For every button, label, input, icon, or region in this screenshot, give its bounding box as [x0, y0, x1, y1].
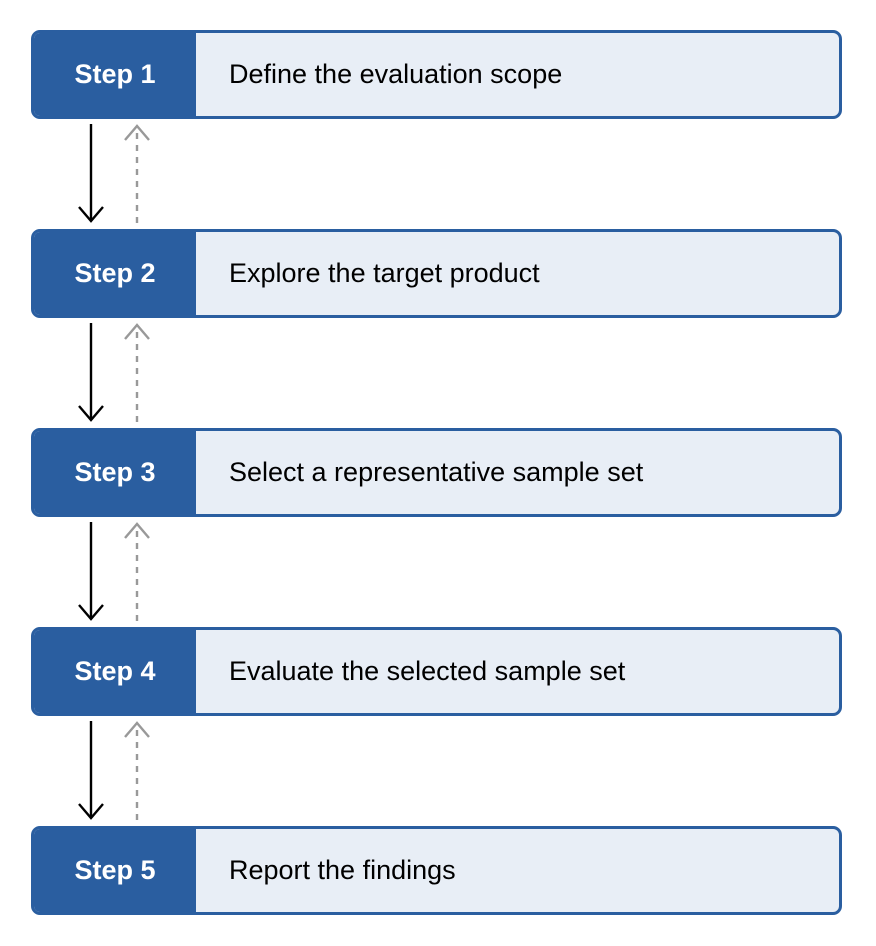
step-tag: Step 2 [34, 232, 196, 315]
step-box-2: Step 2 Explore the target product [31, 229, 842, 318]
feedback-arrow-icon [124, 721, 150, 821]
step-description: Select a representative sample set [229, 457, 644, 487]
feedback-arrow-icon [124, 323, 150, 423]
feedback-arrow-icon [124, 522, 150, 622]
connector-step3-step4 [78, 522, 150, 622]
step-box-3: Step 3 Select a representative sample se… [31, 428, 842, 517]
step-box-5: Step 5 Report the findings [31, 826, 842, 915]
step-description: Evaluate the selected sample set [229, 656, 626, 686]
step-description: Define the evaluation scope [229, 59, 563, 89]
step-tag: Step 4 [34, 630, 196, 713]
forward-arrow-icon [78, 721, 104, 820]
forward-arrow-icon [78, 522, 104, 621]
step-tag: Step 3 [34, 431, 196, 514]
forward-arrow-icon [78, 124, 104, 223]
feedback-arrow-icon [124, 124, 150, 224]
connector-step2-step3 [78, 323, 150, 423]
step-tag: Step 5 [34, 829, 196, 912]
step-description: Report the findings [229, 855, 456, 885]
step-tag: Step 1 [34, 33, 196, 116]
step-box-4: Step 4 Evaluate the selected sample set [31, 627, 842, 716]
step-box-1: Step 1 Define the evaluation scope [31, 30, 842, 119]
step-description: Explore the target product [229, 258, 540, 288]
connector-step1-step2 [78, 124, 150, 224]
connector-step4-step5 [78, 721, 150, 821]
forward-arrow-icon [78, 323, 104, 422]
